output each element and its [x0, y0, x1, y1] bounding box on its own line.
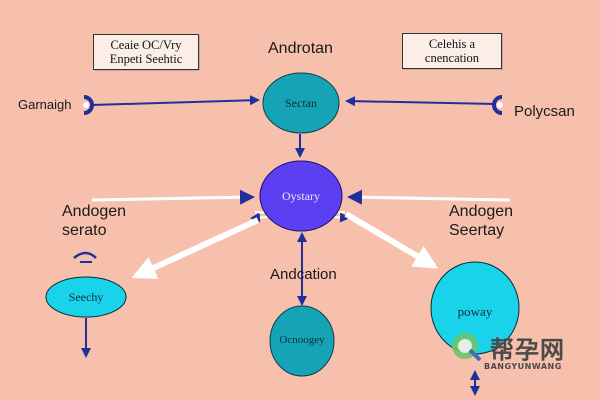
node-bottom-center-label: Ocnoogey	[279, 334, 325, 346]
label-right-mid-line1: Andogen	[449, 203, 514, 220]
label-center-bottom: Andcation	[270, 266, 337, 283]
node-middle-label: Oystary	[282, 189, 320, 203]
arrow-right-to-top-node	[345, 96, 497, 107]
top-right-box: Celehis a cnencation	[402, 33, 502, 69]
node-bottom-center	[269, 305, 335, 377]
node-top-label: Sectan	[285, 96, 317, 110]
top-right-box-line1: Celehis a	[428, 37, 476, 51]
white-arrow-to-left-node	[131, 217, 260, 279]
watermark-chinese: 帮孕网	[490, 336, 565, 364]
right-endpoint-dot	[497, 102, 503, 108]
top-left-box-line2: Enpeti Seehtic	[109, 52, 183, 66]
white-line-right	[347, 189, 511, 205]
node-top	[262, 72, 340, 134]
top-right-box-line2: cnencation	[424, 51, 480, 65]
arrow-left-to-top-node	[91, 95, 260, 106]
white-line-left	[91, 189, 255, 205]
label-left-mid-line2: serato	[62, 222, 107, 239]
node-bottom-left	[45, 276, 127, 318]
left-node-hook-icon	[73, 251, 97, 259]
left-endpoint-icon	[83, 95, 94, 115]
node-middle	[259, 160, 343, 232]
label-left: Garnaigh	[18, 97, 72, 112]
node-bottom-left-label: Seechy	[68, 290, 104, 304]
node-bottom-right-label: poway	[457, 304, 493, 319]
label-left-mid-line1: Andogen	[62, 203, 127, 220]
white-arrow-to-right-node	[344, 211, 439, 269]
watermark-latin: BANGYUNWANG	[484, 362, 562, 371]
label-top-center: Androtan	[268, 40, 333, 57]
watermark-logo-icon	[452, 333, 482, 362]
left-endpoint-dot	[83, 102, 89, 108]
top-left-box-line1: Ceaie OC/Vry	[110, 38, 182, 52]
top-left-box: Ceaie OC/Vry Enpeti Seehtic	[93, 34, 199, 70]
label-right: Polycsan	[514, 103, 575, 120]
right-endpoint-icon	[492, 95, 503, 115]
label-right-mid-line2: Seertay	[449, 222, 505, 239]
